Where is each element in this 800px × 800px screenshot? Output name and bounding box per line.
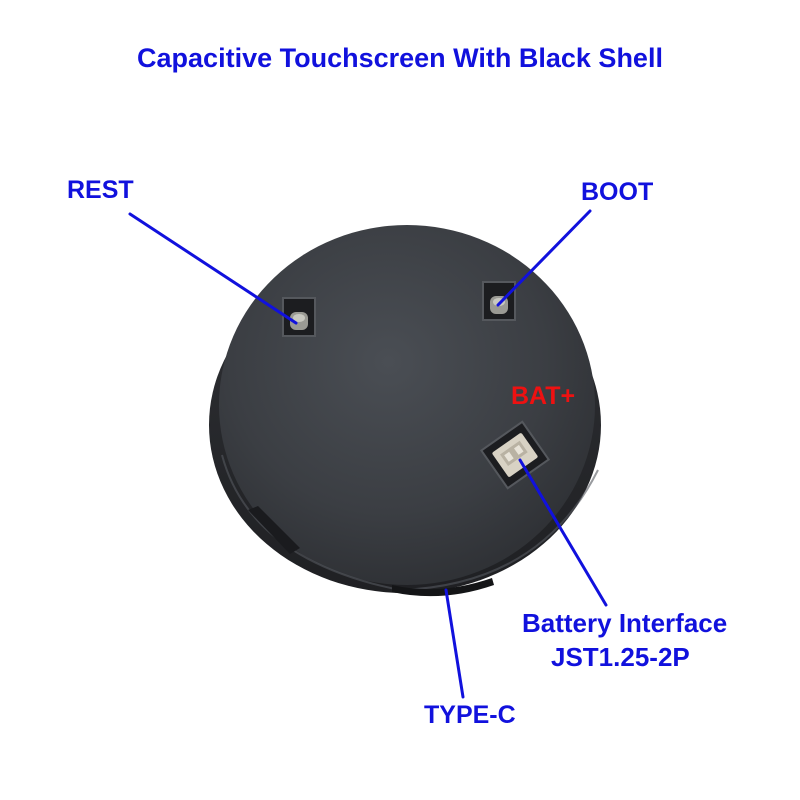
jst-connector-label: JST1.25-2P (551, 642, 690, 672)
type-c-leader-line (444, 588, 465, 699)
diagram-title: Capacitive Touchscreen With Black Shell (137, 43, 663, 73)
battery-leader-line (518, 458, 608, 607)
battery-connector (479, 420, 551, 490)
type-c-port (392, 578, 494, 597)
rest-label: REST (67, 176, 134, 204)
rest-leader-line (128, 212, 298, 325)
battery-interface-label: Battery Interface (522, 608, 728, 638)
side-slot (248, 506, 300, 554)
boot-button (482, 281, 516, 321)
type-c-label: TYPE-C (424, 701, 516, 729)
rest-button (282, 297, 316, 337)
boot-leader-line (496, 209, 592, 307)
bat-plus-label: BAT+ (511, 382, 576, 410)
boot-label: BOOT (581, 178, 654, 206)
